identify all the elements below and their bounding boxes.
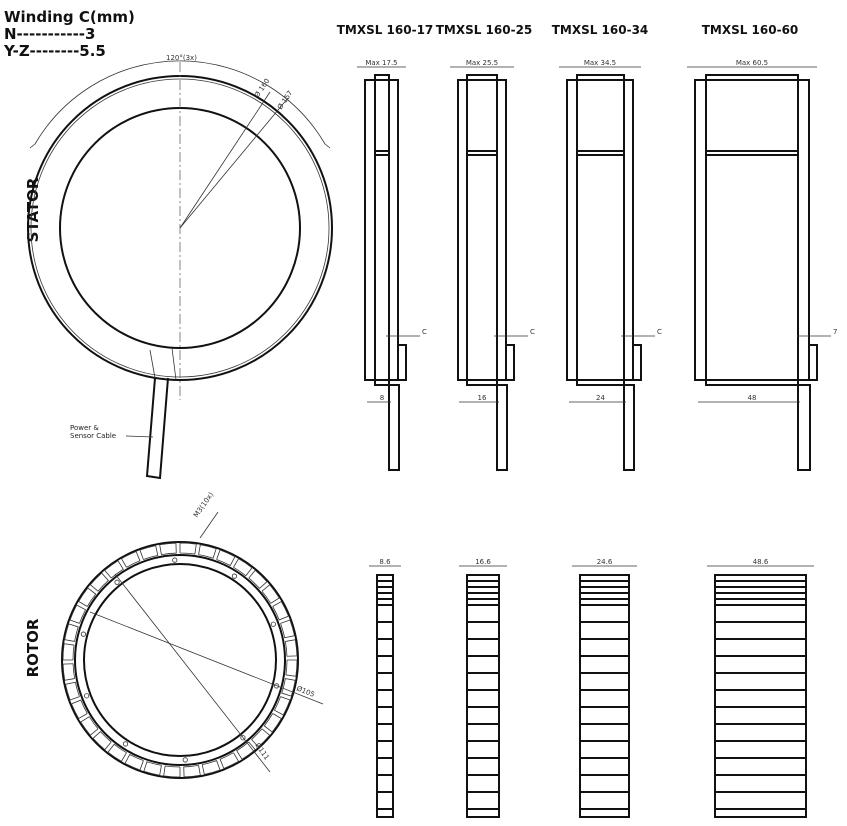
cable-label-2: Sensor Cable [70, 432, 116, 440]
rotor-magnet [159, 542, 177, 556]
mount-hole [114, 579, 120, 585]
rotor-magnet [233, 558, 253, 577]
rotor-magnet [219, 752, 240, 770]
rotor-magnet [183, 764, 201, 778]
c-dim: 7 [833, 328, 837, 336]
rotor-magnet [280, 619, 295, 639]
rotor-magnet [143, 761, 162, 776]
max-width-dim: Max 60.5 [736, 59, 768, 67]
winding-row-yz: Y-Z--------5.5 [3, 42, 106, 60]
rotor-magnet [107, 743, 127, 762]
model-title: TMXSL 160-17 [337, 23, 434, 37]
winding-header: Winding C(mm) [4, 8, 135, 26]
rotor-width-dim: 16.6 [475, 558, 491, 566]
stator-front-view: STATOR 120°(3x) Ø 160 Ø 157 Power & Sens… [24, 54, 333, 480]
rotor-magnet [64, 623, 79, 642]
rotor-magnet [281, 678, 296, 697]
rotor-magnet [251, 728, 271, 748]
cable-label-1: Power & [70, 424, 99, 432]
max-width-dim: Max 25.5 [466, 59, 498, 67]
rotor-magnet [65, 681, 80, 701]
rotor-magnet [179, 542, 197, 555]
holes-label: M3(10x) [192, 491, 215, 520]
rotor-magnet [92, 731, 112, 751]
cable [145, 377, 169, 480]
rotor-magnet [80, 716, 99, 736]
mount-hole [231, 573, 238, 579]
c-dim: C [530, 328, 535, 336]
rotor-side [579, 574, 630, 818]
rotor-width-dim: 24.6 [597, 558, 613, 566]
mount-hole [270, 621, 276, 627]
dia-160: Ø 160 [253, 77, 271, 99]
model-title: TMXSL 160-25 [436, 23, 533, 37]
model-title: TMXSL 160-60 [702, 23, 799, 37]
rotor-magnet [285, 659, 298, 677]
mount-hole [80, 631, 87, 637]
rotor-magnet [62, 643, 75, 661]
rotor-side [466, 574, 500, 818]
rotor-magnet [70, 699, 88, 720]
rotor-magnet [272, 600, 290, 621]
rotor-magnet [248, 569, 268, 589]
rotor-magnet [69, 604, 87, 624]
rotor-magnet [198, 544, 217, 559]
rotor-magnet [216, 549, 236, 567]
rotor-magnet [284, 639, 298, 657]
rotor-magnet [120, 550, 141, 568]
max-width-dim: Max 17.5 [365, 59, 397, 67]
angle-dim: 120°(3x) [166, 54, 197, 62]
rotor-magnet [78, 587, 97, 607]
rotor-magnet [89, 572, 109, 592]
body-width-dim: 24 [596, 394, 605, 402]
winding-row-n: N-----------3 [4, 25, 95, 43]
rotor-magnet [263, 713, 282, 733]
body-width-dim: 8 [380, 394, 384, 402]
c-dim: C [657, 328, 662, 336]
rotor-side [714, 574, 807, 818]
dia-157: Ø 157 [276, 89, 294, 111]
rotor-magnet [139, 545, 159, 560]
rotor-magnet [124, 753, 144, 771]
mount-hole [172, 557, 178, 563]
rotor-magnet [261, 584, 280, 604]
max-width-dim: Max 34.5 [584, 59, 616, 67]
rotor-magnet [104, 560, 124, 579]
mount-hole [240, 735, 246, 741]
rotor-width-dim: 8.6 [379, 558, 391, 566]
rotor-label: ROTOR [24, 618, 42, 677]
rotor-magnet [236, 741, 256, 760]
mount-hole [182, 757, 188, 763]
mount-hole [84, 693, 90, 699]
rotor-side [376, 574, 394, 818]
rotor-width-dim: 48.6 [753, 558, 769, 566]
body-width-dim: 48 [748, 394, 757, 402]
rotor-front-view: ROTOR M3(10x) Ø105 Ø111 [24, 491, 324, 779]
rotor-magnet [201, 760, 221, 775]
rotor-magnet [62, 663, 76, 681]
model-title: TMXSL 160-34 [552, 23, 649, 37]
body-width-dim: 16 [478, 394, 487, 402]
rotor-magnet [163, 765, 181, 778]
mount-hole [273, 683, 280, 689]
c-dim: C [422, 328, 427, 336]
mount-hole [122, 741, 129, 747]
rotor-magnet [273, 696, 291, 716]
